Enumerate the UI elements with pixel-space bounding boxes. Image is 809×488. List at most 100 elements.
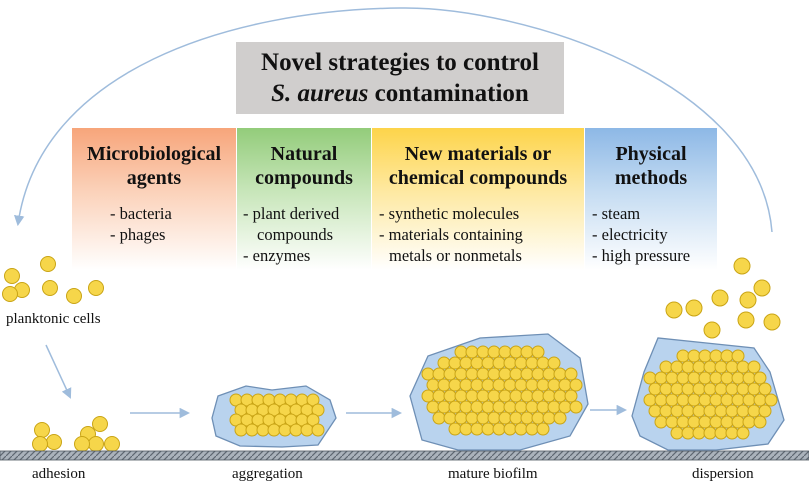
bacterium-cell: [739, 291, 757, 309]
bacterium-cell: [665, 415, 679, 429]
bacterium-cell: [564, 389, 578, 403]
bacterium-cell: [481, 422, 495, 436]
title-species: S. aureus: [271, 80, 369, 107]
bacterium-cell: [709, 371, 723, 385]
bacterium-cell: [720, 371, 734, 385]
bacterium-cell: [448, 378, 462, 392]
bacterium-cell: [709, 415, 723, 429]
bacterium-cell: [459, 422, 473, 436]
bacterium-cell: [531, 367, 545, 381]
bacterium-cell: [643, 371, 657, 385]
bacterium-cell: [536, 356, 550, 370]
bacterium-cell: [498, 389, 512, 403]
bacterium-cell: [709, 349, 723, 363]
bacterium-cell: [711, 289, 729, 307]
surface: [0, 450, 809, 461]
bacterium-cell: [547, 378, 561, 392]
bacterium-cell: [46, 434, 62, 450]
bacterium-cell: [465, 389, 479, 403]
title-rest: contamination: [368, 80, 529, 107]
bacterium-cell: [4, 268, 20, 284]
bacterium-cell: [503, 400, 517, 414]
bacterium-cell: [88, 280, 104, 296]
bacterium-cell: [454, 389, 468, 403]
strategy-item: - electricity: [592, 225, 668, 244]
bacterium-cell: [687, 349, 701, 363]
bacterium-cell: [514, 422, 528, 436]
bacterium-cell: [659, 382, 673, 396]
bacterium-cell: [736, 360, 750, 374]
bacterium-cell: [731, 415, 745, 429]
bacterium-cell: [459, 356, 473, 370]
bacterium-cell: [481, 378, 495, 392]
bacterium-cell: [234, 423, 248, 437]
bacterium-cell: [648, 404, 662, 418]
bacterium-cell: [487, 411, 501, 425]
bacterium-cell: [503, 378, 517, 392]
bacterium-cell: [481, 356, 495, 370]
bacterium-cell: [476, 367, 490, 381]
bacterium-cell: [542, 389, 556, 403]
bacterium-cell: [514, 400, 528, 414]
strategy-item: - plant derived: [243, 204, 340, 223]
bacterium-cell: [687, 371, 701, 385]
bacterium-cell: [720, 415, 734, 429]
label-aggregation: aggregation: [232, 466, 303, 482]
bacterium-cell: [681, 382, 695, 396]
bacterium-cell: [470, 422, 484, 436]
bacterium-cell: [487, 367, 501, 381]
bacterium-cell: [681, 404, 695, 418]
bacterium-cell: [487, 389, 501, 403]
bacterium-cell: [725, 426, 739, 440]
bacterium-cell: [747, 360, 761, 374]
bacterium-cell: [498, 411, 512, 425]
bacterium-cell: [289, 423, 303, 437]
bacterium-cell: [492, 400, 506, 414]
bacterium-cell: [492, 378, 506, 392]
bacterium-cell: [703, 426, 717, 440]
bacterium-cell: [703, 404, 717, 418]
bacterium-cell: [2, 286, 18, 302]
bacterium-cell: [531, 411, 545, 425]
bacterium-cell: [421, 367, 435, 381]
strategy-microbiological-items: - bacteria - phages: [110, 203, 172, 245]
strategy-title-line: Microbiological: [86, 143, 222, 165]
bacterium-cell: [448, 356, 462, 370]
bacterium-cell: [714, 382, 728, 396]
bacterium-cell: [470, 400, 484, 414]
bacterium-cell: [498, 345, 512, 359]
bacterium-cell: [503, 422, 517, 436]
title-line-1: Novel strategies to control: [261, 49, 539, 76]
bacterium-cell: [542, 411, 556, 425]
strategy-title-line: methods: [614, 167, 688, 189]
bacterium-cell: [498, 367, 512, 381]
bacterium-cell: [437, 378, 451, 392]
label-adhesion: adhesion: [32, 466, 86, 482]
bacterium-cell: [465, 411, 479, 425]
bacterium-cell: [654, 415, 668, 429]
bacterial-cells: [2, 256, 781, 452]
bacterium-cell: [720, 349, 734, 363]
bacterium-cell: [687, 393, 701, 407]
strategy-title-line: chemical compounds: [388, 167, 568, 189]
bacterium-cell: [531, 389, 545, 403]
bacterium-cell: [737, 311, 755, 329]
bacterium-cell: [66, 288, 82, 304]
bacterium-cell: [520, 411, 534, 425]
strategy-title-line: agents: [126, 167, 182, 189]
bacterium-cell: [465, 367, 479, 381]
bacterium-cell: [492, 356, 506, 370]
bacterium-cell: [520, 367, 534, 381]
cycle-arrow: [14, 7, 773, 233]
bacterium-cell: [665, 301, 683, 319]
bacterium-cell: [525, 378, 539, 392]
bacterium-cell: [536, 378, 550, 392]
bacterium-cell: [432, 389, 446, 403]
strategy-item: - enzymes: [243, 246, 311, 265]
bacterium-cell: [487, 345, 501, 359]
bacterium-cell: [742, 393, 756, 407]
bacterium-cell: [698, 415, 712, 429]
bacterium-cell: [685, 299, 703, 317]
